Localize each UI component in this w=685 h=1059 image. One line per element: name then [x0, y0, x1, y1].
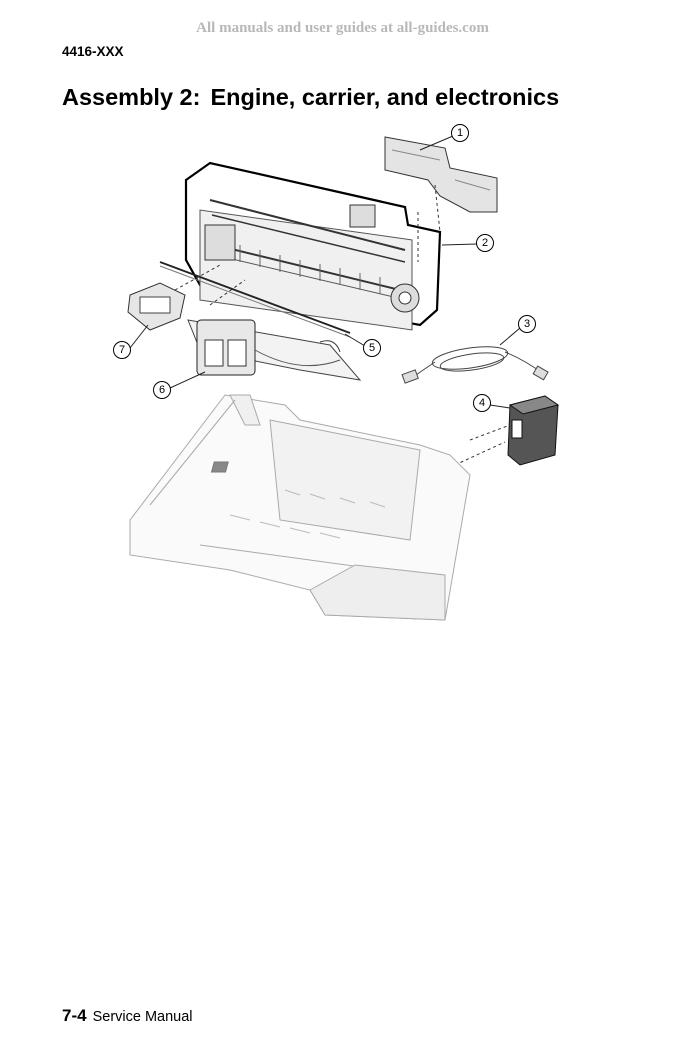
callout-1: 1	[451, 124, 469, 142]
part-engine-frame	[184, 161, 442, 331]
page-title: Assembly 2: Engine, carrier, and electron…	[62, 84, 559, 111]
callout-label: 4	[479, 397, 485, 409]
callout-label: 1	[457, 127, 463, 139]
callout-7: 7	[113, 341, 131, 359]
part-carrier-rod	[159, 261, 351, 338]
page-number: 7-4	[62, 1006, 87, 1025]
watermark: All manuals and user guides at all-guide…	[196, 20, 489, 36]
exploded-assembly-figure: 1 2 3 4 5 6 7	[113, 124, 560, 621]
part-cover-plate	[384, 136, 498, 213]
title-prefix: Assembly 2:	[62, 84, 201, 110]
part-base-housing	[129, 394, 471, 621]
callout-label: 3	[524, 318, 530, 330]
callout-6: 6	[153, 381, 171, 399]
part-carrier	[187, 319, 362, 381]
manual-name: Service Manual	[92, 1009, 193, 1025]
callout-label: 2	[482, 237, 488, 249]
callout-label: 5	[369, 342, 375, 354]
part-power-supply	[507, 395, 560, 466]
page-footer: 7-4 Service Manual	[62, 1006, 193, 1026]
callout-label: 6	[159, 384, 165, 396]
callout-label: 7	[119, 344, 125, 356]
callout-4: 4	[473, 394, 491, 412]
callout-3: 3	[518, 315, 536, 333]
document-id: 4416-XXX	[62, 44, 124, 59]
callout-5: 5	[363, 339, 381, 357]
part-bracket	[127, 282, 186, 331]
callout-2: 2	[476, 234, 494, 252]
part-power-cord	[401, 346, 549, 384]
title-text: Engine, carrier, and electronics	[210, 84, 560, 110]
